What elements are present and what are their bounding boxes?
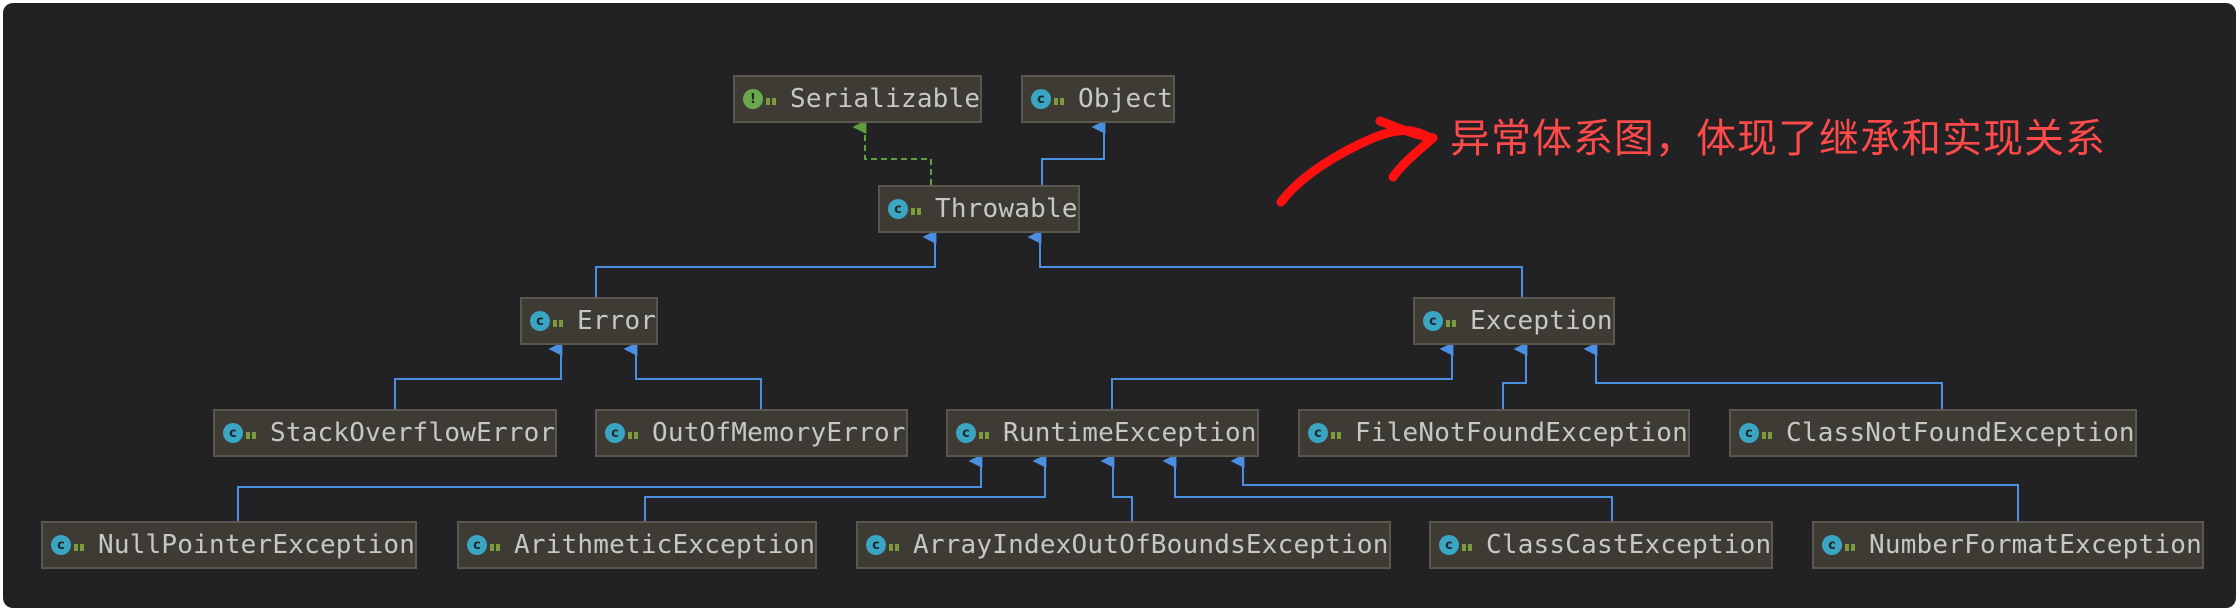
- edge-classnotfoundexception-exception: [1583, 342, 1943, 409]
- class-icon: c: [1439, 535, 1459, 555]
- class-icon: c: [1739, 423, 1759, 443]
- node-label: Exception: [1470, 306, 1613, 336]
- edge-layer: [237, 116, 2019, 521]
- hand-drawn-arrow-head: [1375, 116, 1438, 182]
- class-icon: c: [467, 535, 487, 555]
- node-label: ClassCastException: [1486, 530, 1772, 560]
- class-icon: c: [1423, 311, 1443, 331]
- node-error[interactable]: c Error: [520, 297, 659, 345]
- visibility-icon: [911, 207, 921, 215]
- node-label: NumberFormatException: [1869, 530, 2202, 560]
- visibility-icon: [979, 431, 989, 439]
- node-nullpointerexception[interactable]: c NullPointerException: [41, 521, 418, 569]
- node-classcastexception[interactable]: c ClassCastException: [1429, 521, 1774, 569]
- diagram-canvas: ! Serializable c Object c Throwable c Er…: [3, 3, 2236, 608]
- node-numberformatexception[interactable]: c NumberFormatException: [1812, 521, 2204, 569]
- edge-throwable-object: [1041, 120, 1106, 185]
- edge-arithmeticexception-runtimeexception: [644, 454, 1047, 521]
- visibility-icon: [766, 97, 776, 105]
- class-icon: c: [1031, 89, 1051, 109]
- node-label: ArrayIndexOutOfBoundsException: [913, 530, 1389, 560]
- visibility-icon: [1762, 431, 1772, 439]
- node-label: StackOverflowError: [270, 418, 556, 448]
- node-exception[interactable]: c Exception: [1413, 297, 1615, 345]
- node-label: OutOfMemoryError: [652, 418, 906, 448]
- node-label: NullPointerException: [98, 530, 416, 560]
- class-icon: c: [530, 311, 550, 331]
- visibility-icon: [1462, 543, 1472, 551]
- class-icon: c: [956, 423, 976, 443]
- node-runtimeexception[interactable]: c RuntimeException: [946, 409, 1259, 457]
- class-icon: c: [1822, 535, 1842, 555]
- node-label: FileNotFoundException: [1355, 418, 1688, 448]
- node-filenotfoundexception[interactable]: c FileNotFoundException: [1298, 409, 1690, 457]
- visibility-icon: [889, 543, 899, 551]
- node-label: Error: [577, 306, 657, 336]
- visibility-icon: [490, 543, 500, 551]
- visibility-icon: [74, 543, 84, 551]
- edge-stackoverflowerror-error: [394, 342, 563, 409]
- visibility-icon: [1054, 97, 1064, 105]
- edge-throwable-serializable: [852, 120, 932, 185]
- edge-numberformatexception-runtimeexception: [1230, 454, 2019, 521]
- edge-nullpointerexception-runtimeexception: [237, 454, 983, 521]
- node-label: Serializable: [790, 84, 981, 114]
- visibility-icon: [553, 319, 563, 327]
- edge-runtimeexception-exception: [1111, 342, 1454, 409]
- visibility-icon: [1446, 319, 1456, 327]
- annotation-text: 异常体系图，体现了继承和实现关系: [1450, 116, 2106, 162]
- node-label: Throwable: [935, 194, 1078, 224]
- visibility-icon: [1845, 543, 1855, 551]
- visibility-icon: [246, 431, 256, 439]
- edge-exception-throwable: [1027, 230, 1523, 297]
- node-label: ArithmeticException: [514, 530, 816, 560]
- class-icon: c: [51, 535, 71, 555]
- node-object[interactable]: c Object: [1021, 75, 1176, 123]
- node-label: Object: [1078, 84, 1174, 114]
- edge-classcastexception-runtimeexception: [1162, 454, 1613, 521]
- node-serializable[interactable]: ! Serializable: [733, 75, 983, 123]
- interface-icon: !: [743, 89, 763, 109]
- visibility-icon: [1331, 431, 1341, 439]
- edge-arrayindexoutofboundsexception-runtimeexception: [1100, 454, 1133, 521]
- node-arrayindexoutofboundsexception[interactable]: c ArrayIndexOutOfBoundsException: [856, 521, 1391, 569]
- class-icon: c: [1308, 423, 1328, 443]
- node-outofmemoryerror[interactable]: c OutOfMemoryError: [595, 409, 908, 457]
- class-icon: c: [605, 423, 625, 443]
- node-label: ClassNotFoundException: [1786, 418, 2135, 448]
- node-stackoverflowerror[interactable]: c StackOverflowError: [213, 409, 558, 457]
- node-throwable[interactable]: c Throwable: [878, 185, 1080, 233]
- edge-error-throwable: [595, 230, 937, 297]
- visibility-icon: [628, 431, 638, 439]
- edge-outofmemoryerror-error: [623, 342, 762, 409]
- class-icon: c: [223, 423, 243, 443]
- edge-filenotfoundexception-exception: [1502, 342, 1528, 409]
- class-icon: c: [888, 199, 908, 219]
- node-classnotfoundexception[interactable]: c ClassNotFoundException: [1729, 409, 2137, 457]
- node-label: RuntimeException: [1003, 418, 1257, 448]
- node-arithmeticexception[interactable]: c ArithmeticException: [457, 521, 818, 569]
- class-icon: c: [866, 535, 886, 555]
